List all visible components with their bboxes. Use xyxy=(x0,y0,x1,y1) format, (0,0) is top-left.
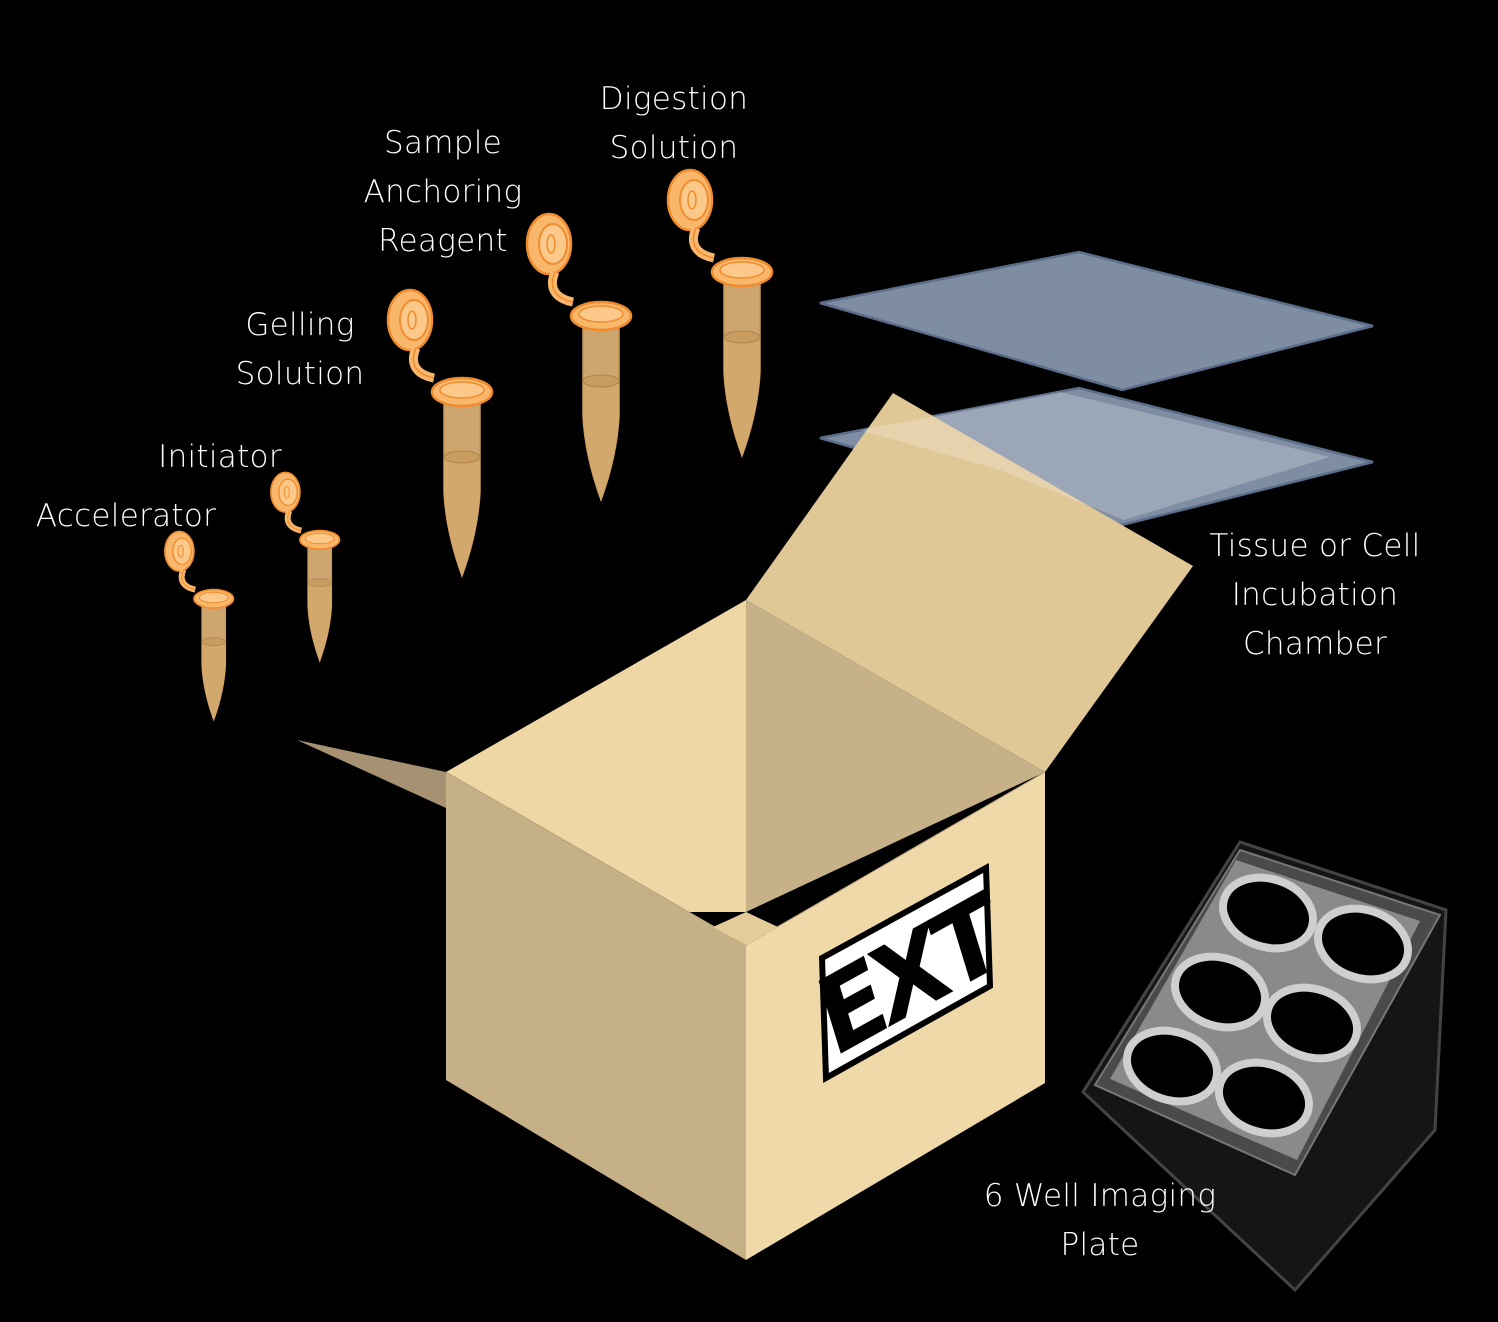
plate-well xyxy=(1171,952,1269,1032)
plate-well xyxy=(1219,873,1317,953)
gelling-solution-tube xyxy=(388,290,492,576)
imaging-plate-label: 6 Well Imaging Plate xyxy=(983,1178,1217,1263)
accelerator-tube xyxy=(165,531,234,720)
digestion-solution-label: Digestion Solution xyxy=(599,81,749,166)
digestion-solution-tube xyxy=(668,170,772,456)
initiator-tube xyxy=(271,472,340,661)
plate-well xyxy=(1263,983,1361,1063)
sample-anchoring-reagent-label: Sample Anchoring Reagent xyxy=(363,125,523,259)
box-front-face xyxy=(446,772,746,1260)
incubation-chamber-label: Tissue or Cell Incubation Chamber xyxy=(1209,528,1421,662)
chamber-slide-top xyxy=(819,250,1374,392)
plate-well xyxy=(1123,1026,1221,1106)
six-well-plate xyxy=(1081,840,1448,1293)
accelerator-label: Accelerator xyxy=(35,498,217,534)
box-back-flap xyxy=(746,393,1193,772)
plate-well xyxy=(1215,1058,1313,1138)
initiator-label: Initiator xyxy=(158,439,282,475)
box xyxy=(297,393,1193,1260)
gelling-solution-label: Gelling Solution xyxy=(235,307,365,392)
plate-well xyxy=(1314,904,1412,984)
